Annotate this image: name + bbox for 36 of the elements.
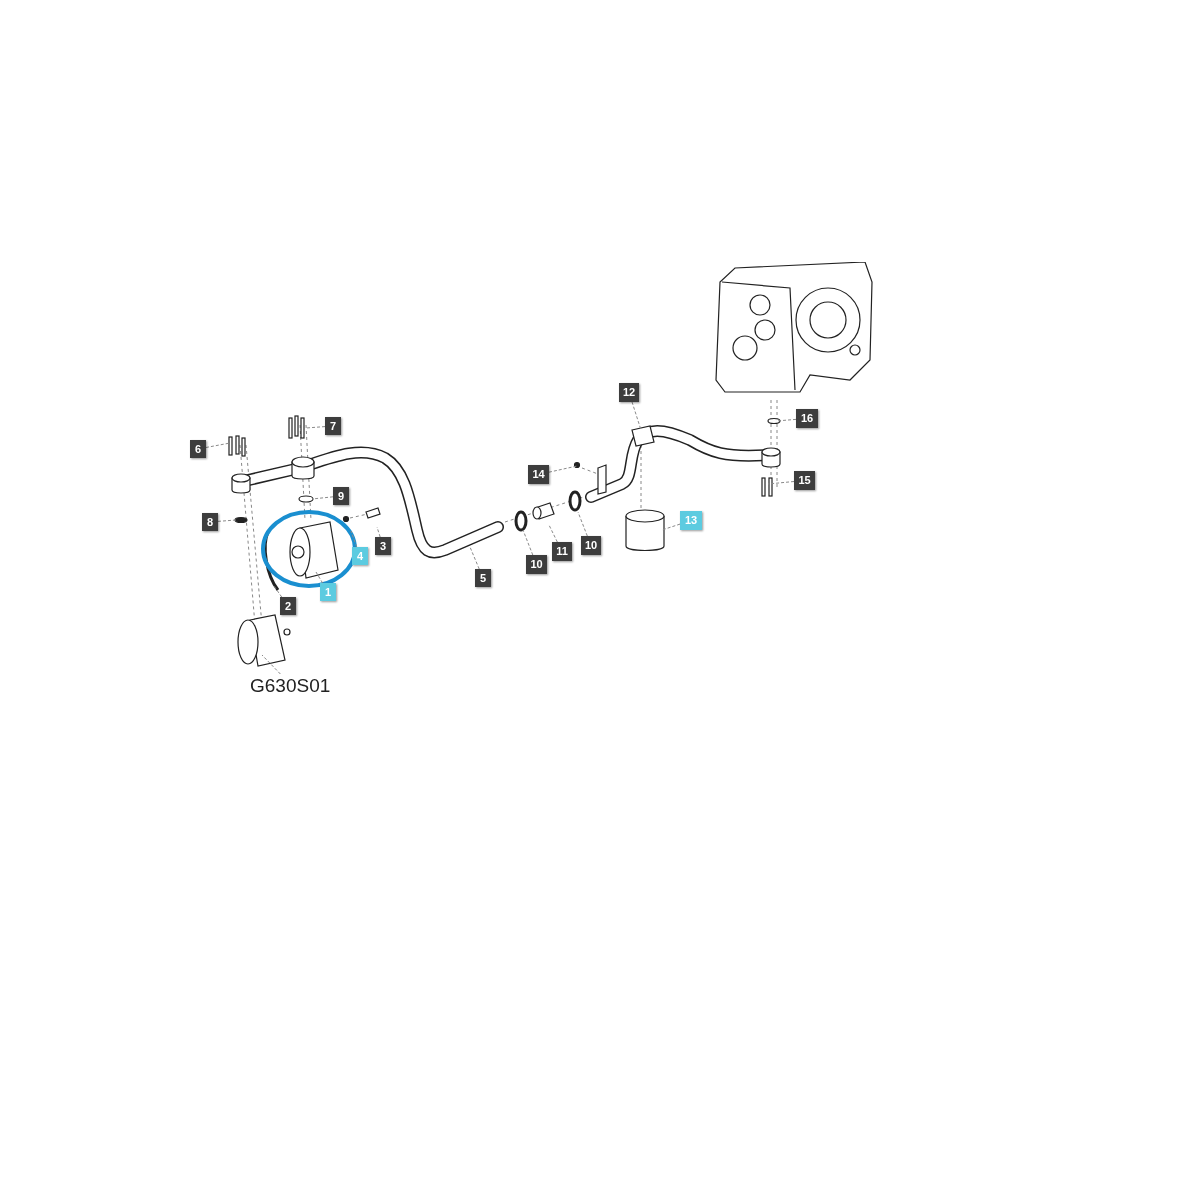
- leader-line: [350, 530, 358, 548]
- leader-line: [631, 401, 642, 431]
- callout-number: 10: [526, 555, 547, 574]
- callout-number: 15: [794, 471, 815, 490]
- leader-line: [315, 571, 324, 584]
- callout-number: 10: [581, 536, 601, 555]
- drawing-code: G630S01: [250, 674, 334, 698]
- callout-number: 3: [375, 537, 391, 555]
- callout-number: 1: [320, 583, 336, 601]
- leader-line: [261, 654, 281, 675]
- leader-line: [273, 585, 283, 598]
- leader-line: [577, 511, 588, 537]
- callout-number: 13: [680, 511, 702, 530]
- callout-number: 9: [333, 487, 349, 505]
- leader-line: [661, 523, 681, 531]
- leader-line: [775, 418, 797, 422]
- leader-line: [376, 526, 381, 538]
- callout-number: 12: [619, 383, 639, 402]
- leader-line: [548, 465, 578, 473]
- callout-number: 11: [552, 542, 572, 561]
- leader-line: [522, 529, 534, 556]
- leader-line: [205, 442, 231, 448]
- leader-line: [311, 496, 334, 500]
- callout-number: 7: [325, 417, 341, 435]
- callout-number: 2: [280, 597, 296, 615]
- callout-number: 8: [202, 513, 218, 531]
- callout-number: 14: [528, 465, 549, 484]
- leader-line: [469, 546, 480, 570]
- leader-line: [767, 481, 795, 485]
- callout-number: 16: [796, 409, 818, 428]
- callout-number: 5: [475, 569, 491, 587]
- leader-line: [305, 426, 326, 429]
- callout-number: 4: [352, 547, 368, 565]
- callout-number: 6: [190, 440, 206, 458]
- leader-line: [548, 524, 558, 543]
- leader-line: [217, 519, 237, 522]
